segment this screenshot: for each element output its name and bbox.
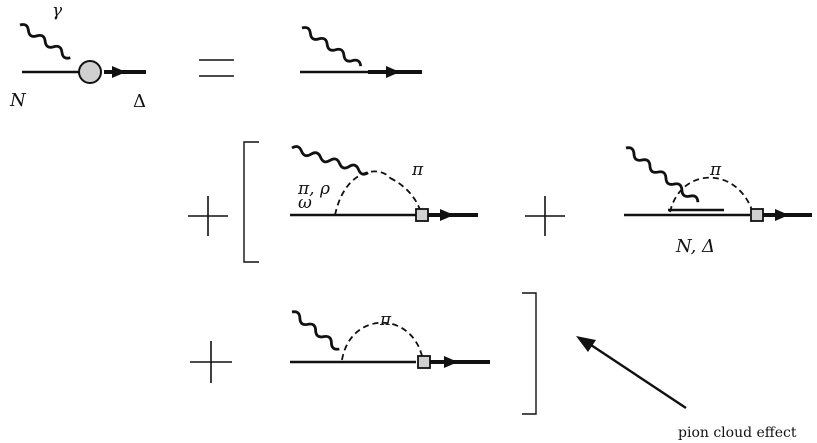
plus-sign-row3 — [190, 341, 232, 383]
equals-sign — [199, 59, 234, 77]
photon-line — [19, 23, 71, 60]
pi-label: π — [709, 160, 722, 180]
arrow-icon — [775, 209, 789, 221]
gamma-label: γ — [52, 1, 63, 21]
vertex-square — [417, 355, 431, 369]
contact-diagram: π — [290, 310, 490, 369]
pion-cloud-annotation: pion cloud effect — [576, 336, 797, 441]
annotation-arrow — [587, 341, 687, 410]
omega-label: ω — [298, 193, 312, 213]
vertex-square — [415, 208, 429, 222]
pion-cloud-label: pion cloud effect — [678, 425, 797, 441]
plus-sign-row2 — [188, 196, 228, 236]
pion-loop — [669, 176, 753, 213]
left-bracket — [243, 141, 259, 263]
arrow-icon — [444, 356, 458, 368]
photon-line — [291, 145, 369, 176]
delta-label: Δ — [133, 91, 146, 112]
dressed-vertex-blob — [78, 60, 102, 84]
vertex-square — [750, 208, 764, 222]
right-bracket — [522, 292, 537, 415]
photon-line — [291, 310, 340, 351]
n-delta-label: N, Δ — [675, 236, 715, 257]
nucleon-label: N — [9, 90, 27, 111]
pi-label: π — [379, 310, 392, 330]
plus-sign-row2b — [525, 196, 565, 236]
photon-line — [301, 26, 363, 67]
lhs-dressed-vertex: γ N Δ — [9, 1, 146, 112]
photon-line — [625, 146, 700, 203]
arrow-icon — [440, 209, 454, 221]
pion-loop — [334, 170, 421, 216]
meson-exchange-diagram: π, ρ ω π — [290, 145, 478, 222]
intermediate-baryon-diagram: π N, Δ — [624, 146, 812, 257]
arrowhead-icon — [576, 336, 596, 352]
arrow-icon — [112, 66, 126, 78]
pi-rho-label: π, ρ — [297, 179, 330, 199]
pion-loop — [341, 321, 423, 361]
pi-label: π — [411, 160, 424, 180]
arrow-icon — [386, 66, 400, 78]
bare-vertex-diagram — [300, 26, 422, 78]
